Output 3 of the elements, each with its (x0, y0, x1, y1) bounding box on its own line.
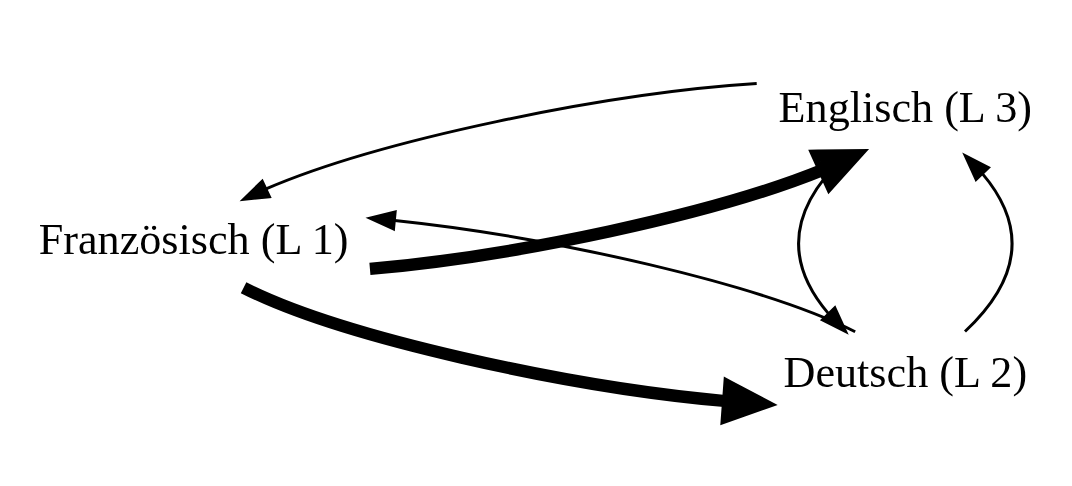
node-text: Englisch (L 3) (778, 82, 1033, 132)
node-text: Deutsch (L 2) (783, 347, 1028, 397)
node-text: Französisch (L 1) (38, 214, 349, 264)
